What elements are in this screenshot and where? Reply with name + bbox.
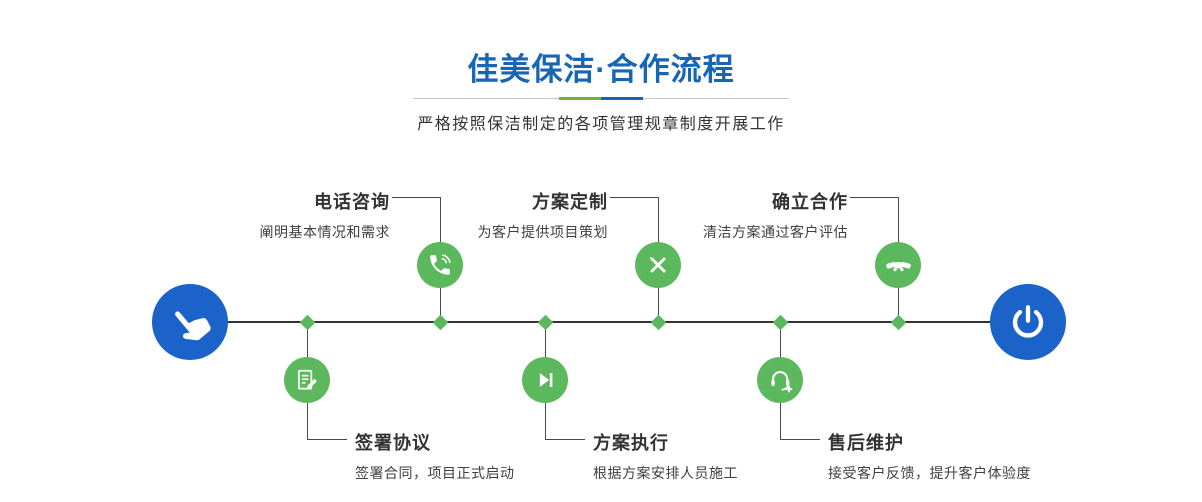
- connector-line: [545, 439, 585, 440]
- step-label: 签署协议 签署合同，项目正式启动: [355, 429, 675, 483]
- step-icon-circle: [635, 242, 681, 288]
- pointing-hand-icon: [175, 311, 211, 341]
- headset-plus-icon: [770, 370, 792, 393]
- handshake-icon: [885, 261, 911, 271]
- timeline-node-diamond: [537, 314, 553, 330]
- underline-accent-green: [559, 97, 601, 100]
- step-title: 电话咨询: [314, 192, 390, 212]
- step-title: 确立合作: [772, 192, 848, 212]
- step-desc: 接受客户反馈，提升客户体验度: [828, 465, 1031, 481]
- timeline-line: [190, 321, 1028, 323]
- step-desc: 阐明基本情况和需求: [259, 224, 390, 240]
- end-node: [990, 284, 1066, 360]
- step-desc: 根据方案安排人员施工: [593, 465, 738, 481]
- page-title: 佳美保洁·合作流程: [467, 52, 735, 87]
- step-desc: 签署合同，项目正式启动: [355, 465, 515, 481]
- step-icon-circle: [284, 357, 330, 403]
- step-label: 方案执行 根据方案安排人员施工: [593, 429, 913, 483]
- connector-line: [392, 197, 440, 198]
- timeline-node-diamond: [650, 314, 666, 330]
- phone-icon: [430, 254, 451, 275]
- underline-accent-blue: [601, 97, 643, 100]
- step-title: 方案定制: [532, 192, 608, 212]
- step-label: 售后维护 接受客户反馈，提升客户体验度: [828, 429, 1148, 483]
- step-label: 方案定制 为客户提供项目策划: [396, 188, 608, 242]
- power-icon: [1012, 305, 1044, 338]
- connector-line: [850, 197, 898, 198]
- contract-icon: [298, 369, 317, 390]
- step-icon-circle: [522, 357, 568, 403]
- timeline-node-diamond: [890, 314, 906, 330]
- page-subtitle: 严格按照保洁制定的各项管理规章制度开展工作: [417, 116, 785, 133]
- step-desc: 清洁方案通过客户评估: [703, 224, 848, 240]
- connector-line: [780, 439, 820, 440]
- connector-line: [307, 439, 347, 440]
- start-node: [152, 284, 228, 360]
- timeline-node-diamond: [299, 314, 315, 330]
- step-title: 方案执行: [593, 433, 669, 453]
- timeline-node-diamond: [432, 314, 448, 330]
- pencil-tools-icon: [650, 257, 666, 273]
- step-title: 签署协议: [355, 433, 431, 453]
- play-icon: [539, 373, 553, 387]
- connector-line: [610, 197, 658, 198]
- step-icon-circle: [875, 242, 921, 288]
- step-title: 售后维护: [828, 433, 904, 453]
- step-label: 确立合作 清洁方案通过客户评估: [636, 188, 848, 242]
- step-icon-circle: [417, 242, 463, 288]
- timeline-node-diamond: [772, 314, 788, 330]
- step-icon-circle: [757, 357, 803, 403]
- step-desc: 为客户提供项目策划: [477, 224, 608, 240]
- step-label: 电话咨询 阐明基本情况和需求: [178, 188, 390, 242]
